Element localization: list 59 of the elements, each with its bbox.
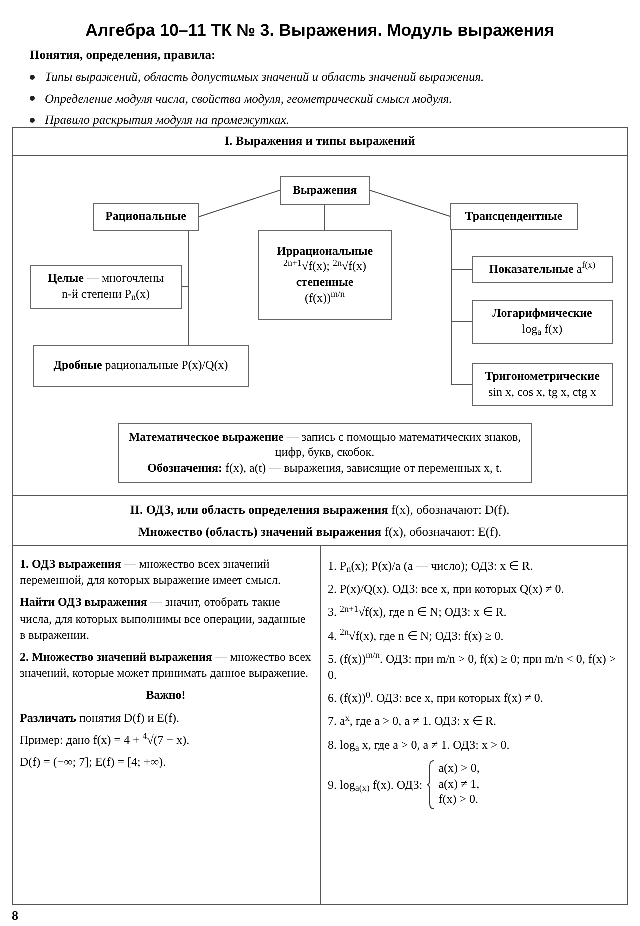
- section-heading: II. ОДЗ, или область определения выражения f(x), обозначают: D(f).: [130, 502, 510, 519]
- definition-text: Найти ОДЗ выражения — значит, отобрать такие числа, для которых выполнимы все операции, заданные в выражении.: [20, 594, 307, 643]
- example-text: Пример: дано f(x) = 4 + $^{4}$√(7 − x).: [20, 732, 191, 748]
- section-heading: Множество (область) значений выражения f(x), обозначают: E(f).: [138, 524, 502, 541]
- connector-line: [324, 204, 326, 230]
- bullet-text: Определение модуля числа, свойства модуля, геометрический смысл модуля.: [45, 90, 452, 108]
- note-heading: Важно!: [145, 687, 187, 704]
- box-heading: Логарифмические: [492, 306, 592, 322]
- rule-text: 4. $^{2n}$√f(x), где n ∈ N; ОДЗ: f(x) ≥ 0.: [328, 628, 505, 644]
- page-title: Алгебра 10–11 ТК № 3. Выражения. Модуль выражения: [84, 20, 556, 42]
- definition-text: 2. Множество значений выражения — множество всех значений, которые может принимать данное выражение.: [20, 648, 312, 682]
- rule-text: 1. P$_{n}$(x); P(x)/a (a — число); ОДЗ: x ∈ R.: [328, 558, 534, 574]
- box-heading: степенные: [296, 275, 354, 291]
- concept-box: [118, 423, 532, 483]
- concept-box: [258, 230, 392, 320]
- rule-text: 7. a$^{x}$, где a > 0, a ≠ 1. ОДЗ: x ∈ R.: [328, 713, 498, 730]
- concept-box: [472, 256, 613, 283]
- bullet-text: Правило раскрытия модуля на промежутках.: [45, 112, 290, 130]
- condition-text: a(x) ≠ 1,: [438, 776, 480, 792]
- box-text: Математическое выражение — запись с помощью математических знаков, цифр, букв, скобок.: [128, 430, 522, 461]
- connector-line: [370, 190, 450, 217]
- concept-box: [450, 203, 578, 230]
- box-text: Дробные рациональные P(x)/Q(x): [54, 358, 228, 374]
- box-heading: Трансцендентные: [465, 208, 563, 224]
- box-text: sin x, cos x, tg x, ctg x: [488, 384, 596, 400]
- example-text: D(f) = (−∞; 7]; E(f) = [4; +∞).: [20, 754, 168, 770]
- box-text: Показательные a$^{f(x)}$: [489, 262, 596, 278]
- concept-box: [93, 203, 199, 231]
- condition-text: f(x) > 0.: [438, 792, 480, 808]
- box-text: Целые — многочлены n-й степени P$_{n}$(x): [46, 271, 166, 303]
- rule-text: 3. $^{2n+1}$√f(x), где n ∈ N; ОДЗ: x ∈ R.: [328, 604, 508, 621]
- box-text: Обозначения: f(x), a(t) — выражения, зависящие от переменных x, t.: [148, 460, 502, 476]
- definition-text: 1. ОДЗ выражения — множество всех значений переменной, для которых выражение имеет смысл.: [20, 556, 282, 588]
- rule-text: 9. log$_{a(x)}$ f(x). ОДЗ:: [328, 776, 423, 793]
- bullet-text: Типы выражений, область допустимых значений и область значений выражения.: [45, 68, 484, 86]
- box-text: $^{2n+1}$√f(x); $^{2n}$√f(x): [283, 259, 367, 275]
- box-heading: Иррациональные: [276, 244, 374, 260]
- rule-text: 5. (f(x))$^{m/n}$. ОДЗ: при m/n > 0, f(x) ≥ 0; при m/n < 0, f(x) > 0.: [328, 650, 618, 684]
- box-heading: Рациональные: [106, 209, 186, 225]
- rule-text: 2. P(x)/Q(x). ОДЗ: все x, при которых Q(x) ≠ 0.: [328, 581, 566, 598]
- rule-text: 6. (f(x))$^{0}$. ОДЗ: все x, при которых f(x) ≠ 0.: [328, 690, 544, 706]
- rule-text: 8. log$_{a}$ x, где a > 0, a ≠ 1. ОДЗ: x > 0.: [328, 736, 511, 753]
- box-text: (f(x))$^{m/n}$: [305, 290, 345, 306]
- section-heading: I. Выражения и типы выражений: [224, 132, 416, 150]
- box-heading: Выражения: [292, 182, 358, 198]
- concept-box: [30, 265, 182, 309]
- connector-line: [452, 230, 472, 385]
- connector-line: [188, 230, 190, 346]
- connector-line: [198, 190, 280, 218]
- concept-box: [33, 345, 249, 387]
- box-heading: Тригонометрические: [485, 368, 600, 384]
- condition-text: a(x) > 0,: [438, 761, 480, 777]
- section-heading: Понятия, определения, правила:: [30, 47, 217, 64]
- concept-box: [280, 176, 370, 205]
- concept-box: [472, 300, 613, 344]
- page-number: 8: [12, 907, 18, 925]
- box-text: log$_{a}$ f(x): [522, 322, 563, 338]
- concept-box: [472, 363, 613, 406]
- example-text: Различать понятия D(f) и E(f).: [20, 710, 180, 726]
